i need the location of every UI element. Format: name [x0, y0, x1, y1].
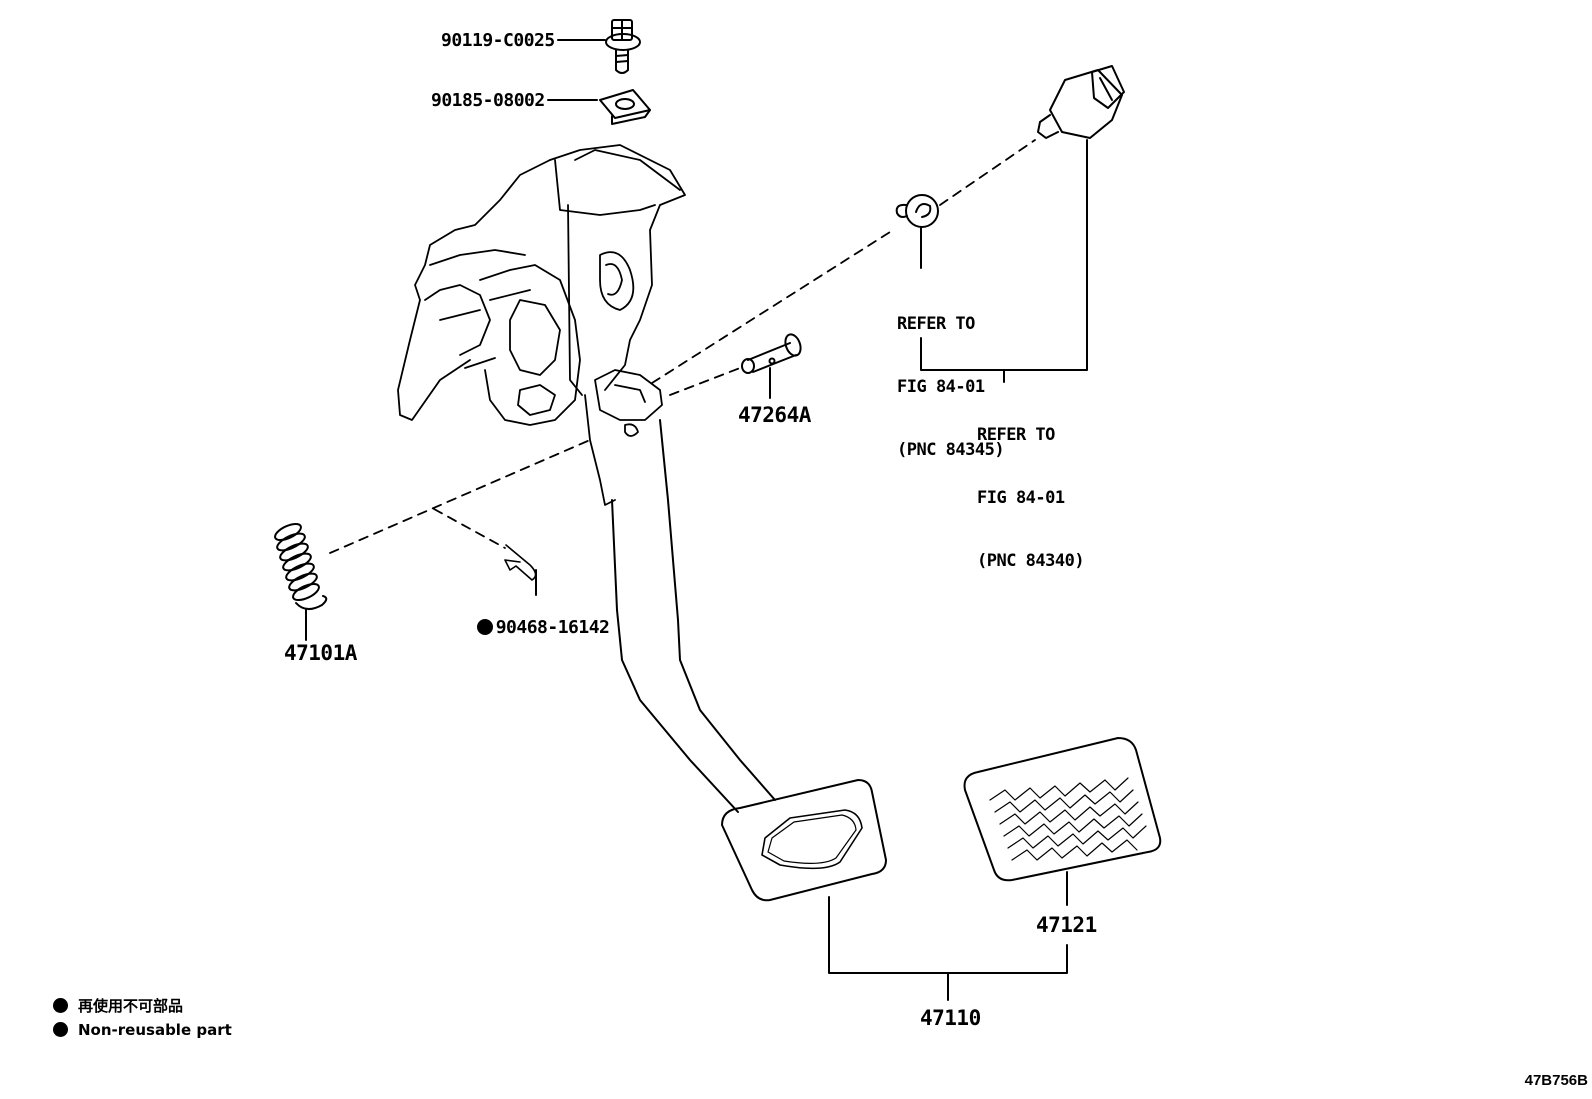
legend-text-jp: 再使用不可部品	[78, 997, 184, 1015]
non-reusable-marker-icon	[476, 619, 493, 635]
return-spring-icon	[274, 522, 328, 610]
legend-text-en: Non-reusable part	[78, 1021, 232, 1039]
part-number-nut[interactable]: 90185-08002	[431, 90, 545, 111]
clevis-pin-icon	[741, 333, 802, 374]
filled-circle-icon	[53, 998, 68, 1013]
reference-note-84340[interactable]: REFER TO FIG 84-01 (PNC 84340)	[977, 383, 1085, 593]
brake-pedal-arm-icon	[611, 419, 887, 902]
reference-line: REFER TO	[977, 425, 1055, 445]
bolt-icon	[605, 19, 641, 74]
assembly-dashed-lines	[329, 139, 1036, 554]
part-number-bolt[interactable]: 90119-C0025	[441, 30, 555, 51]
part-number-pin[interactable]: 47264A	[738, 403, 811, 427]
part-number-pedal[interactable]: 47110	[920, 1006, 981, 1030]
reference-line: REFER TO	[897, 314, 975, 334]
pedal-pad-icon	[963, 737, 1162, 882]
legend-item: Non-reusable part	[53, 1018, 232, 1042]
stopper-cushion-icon	[895, 194, 939, 228]
leader-lines	[305, 39, 1088, 1001]
part-number-spring[interactable]: 47101A	[284, 641, 357, 665]
clip-icon	[504, 544, 537, 581]
reference-line: (PNC 84345)	[897, 440, 1005, 460]
part-number-clip-text: 90468-16142	[495, 617, 610, 638]
stop-lamp-switch-icon	[1037, 65, 1125, 139]
reference-line: (PNC 84340)	[977, 551, 1085, 571]
part-number-pad[interactable]: 47121	[1036, 913, 1097, 937]
pedal-bracket-icon	[397, 144, 686, 506]
reference-note-84345[interactable]: REFER TO FIG 84-01 (PNC 84345)	[897, 272, 1005, 482]
filled-circle-icon	[53, 1022, 68, 1037]
legend-item: 再使用不可部品	[53, 994, 232, 1018]
reference-line: FIG 84-01	[897, 377, 985, 397]
illustration-code: 47B756B	[1524, 1072, 1588, 1089]
nut-icon	[599, 89, 651, 125]
part-number-clip[interactable]: 90468-16142	[456, 596, 610, 638]
reference-line: FIG 84-01	[977, 488, 1065, 508]
legend: 再使用不可部品 Non-reusable part	[53, 994, 232, 1042]
